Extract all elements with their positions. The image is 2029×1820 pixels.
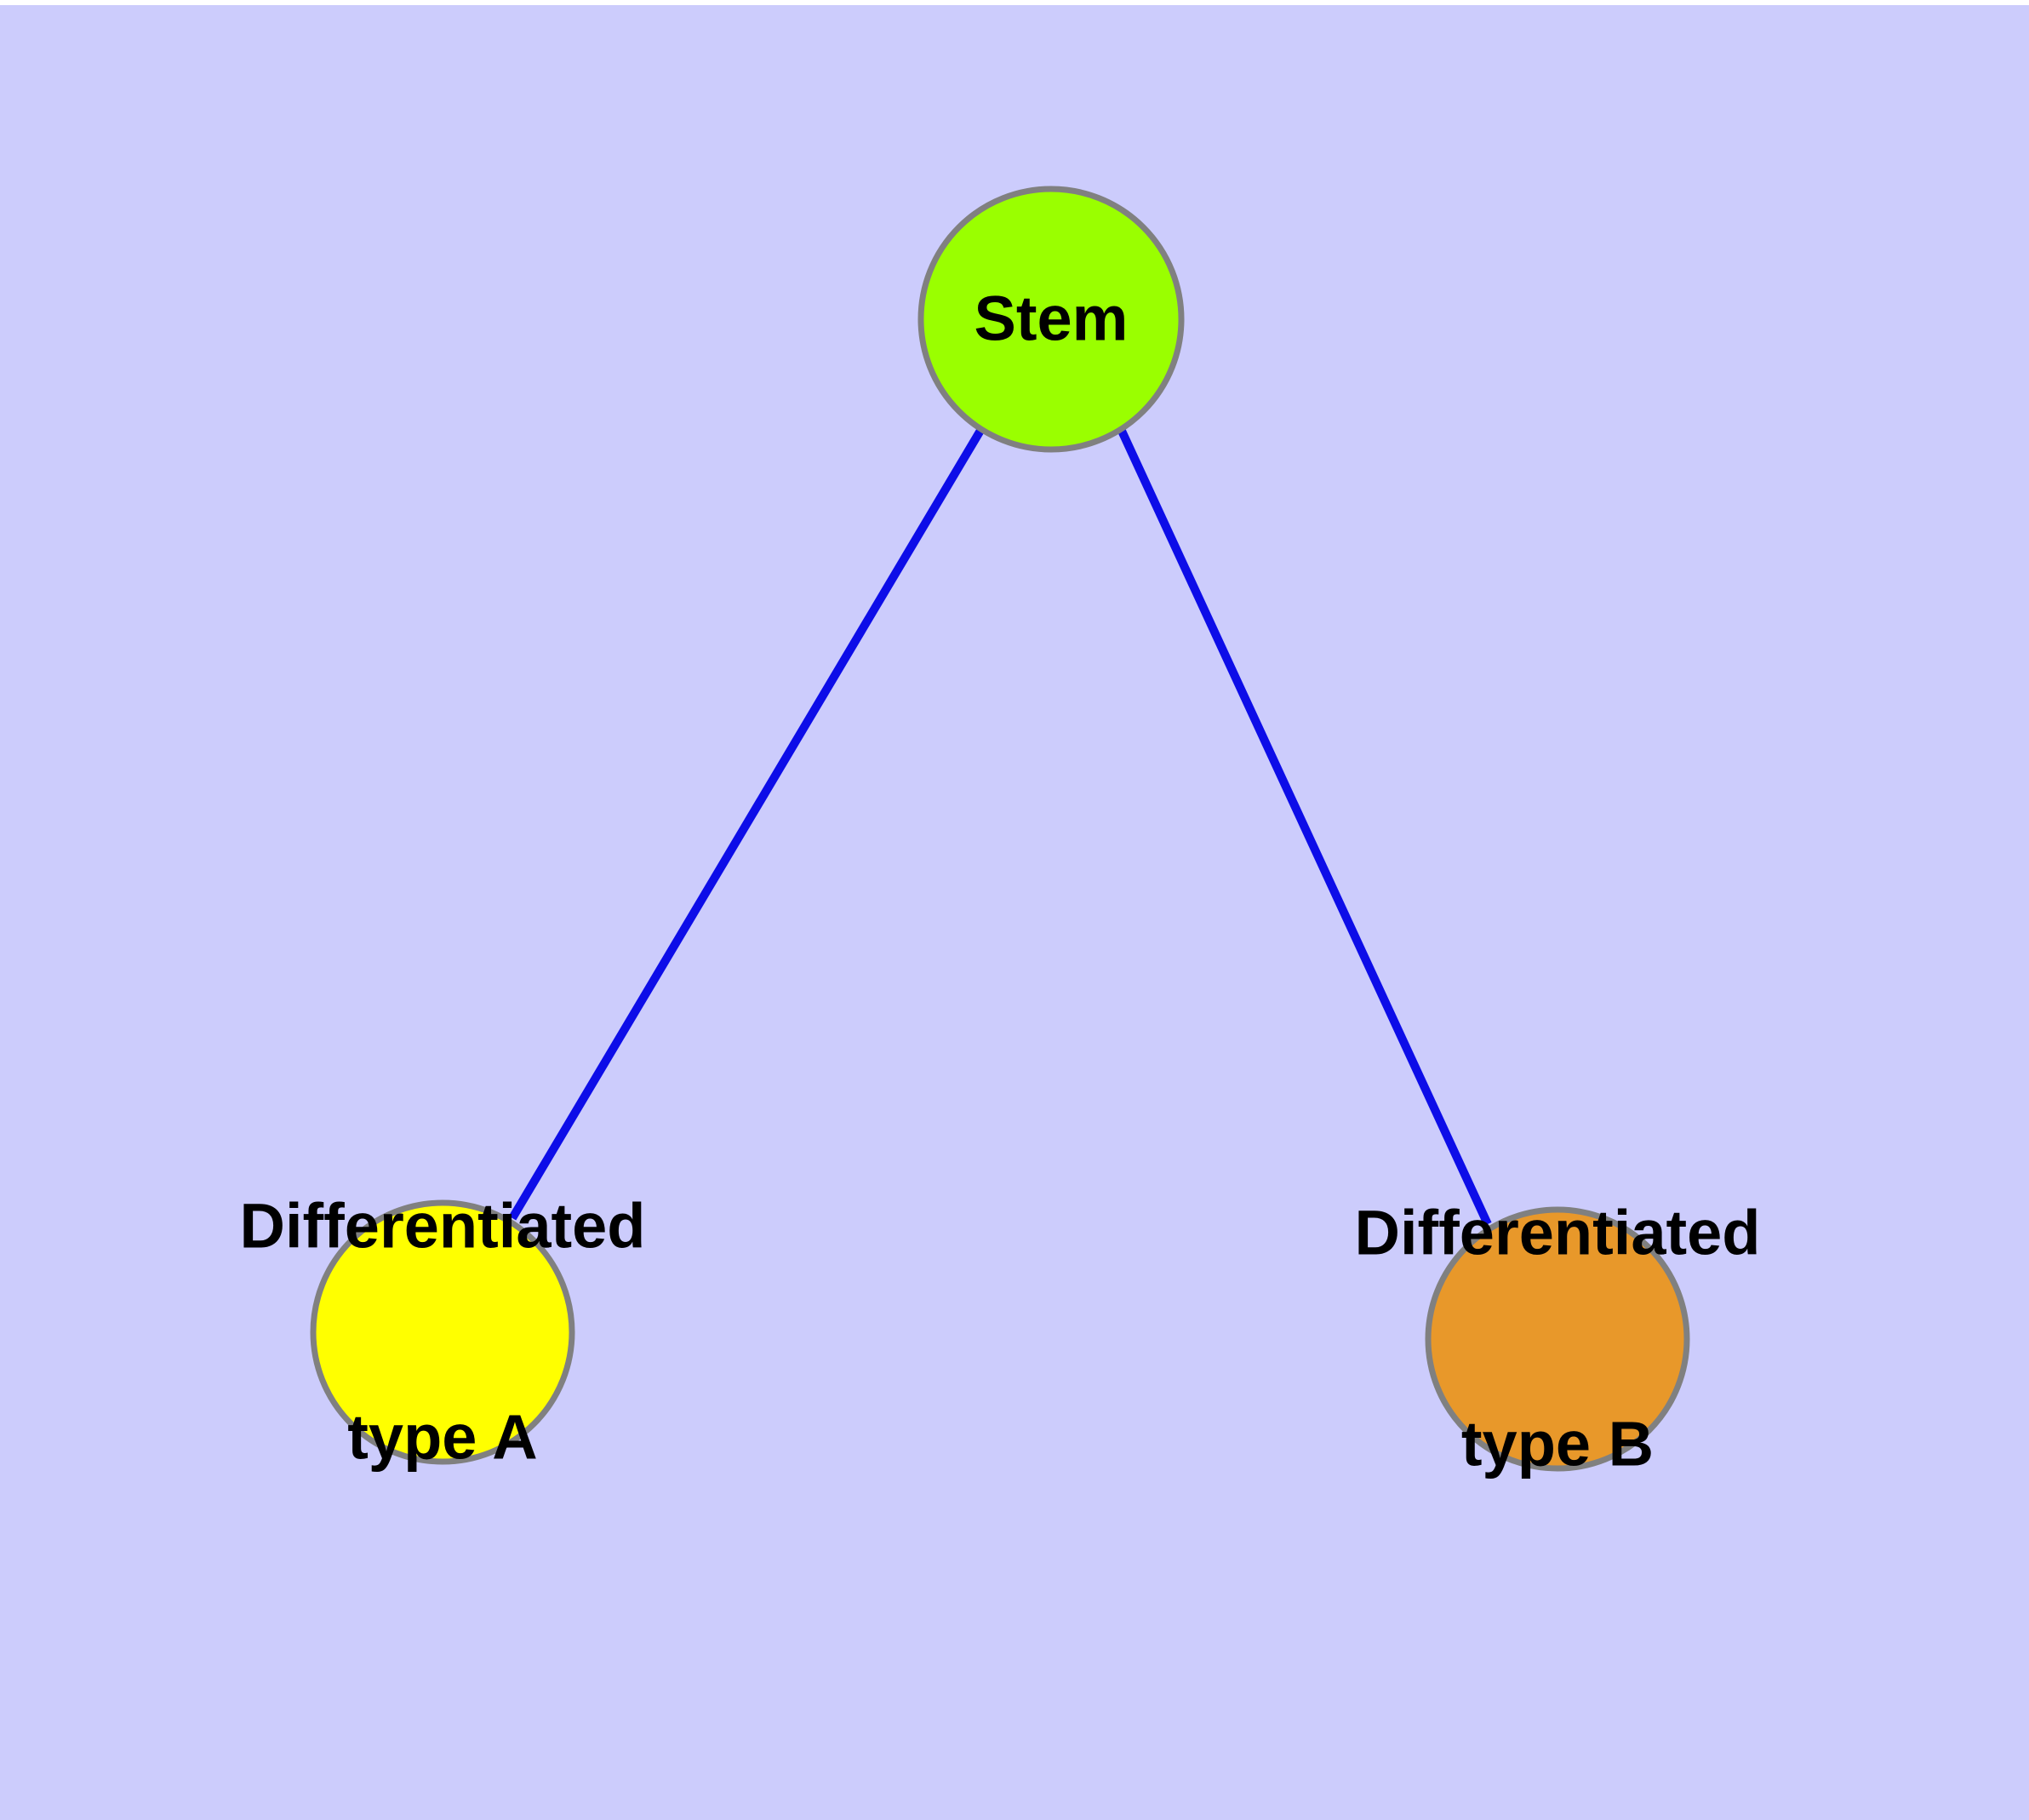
edge-stem-to-differentiated-type-a[interactable] (508, 426, 986, 1221)
node-stem[interactable] (917, 186, 1185, 453)
node-differentiated-type-a[interactable] (310, 1199, 575, 1465)
edges-group (508, 426, 1492, 1227)
nodes-group (310, 186, 1690, 1472)
edge-stem-to-differentiated-type-b[interactable] (1117, 426, 1492, 1227)
node-differentiated-type-b[interactable] (1425, 1206, 1690, 1472)
